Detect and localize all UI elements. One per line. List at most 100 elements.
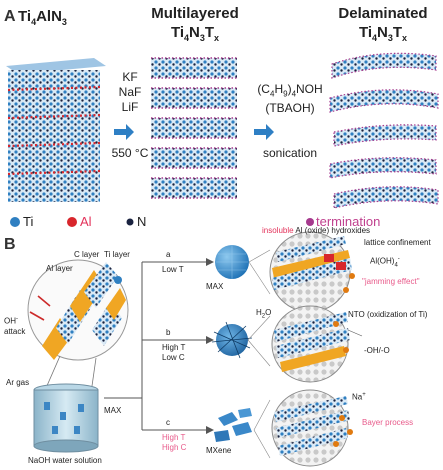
title-text: Ti	[358, 24, 372, 41]
attack-text: attack	[4, 326, 26, 336]
zoom-line	[91, 357, 97, 387]
branch-a-cond: Low T	[162, 265, 184, 274]
na-annotation: Na+	[352, 392, 366, 402]
mxene-flakes-icon	[214, 408, 252, 442]
insoluble-text: insoluble	[262, 226, 294, 235]
title-text: Ti	[18, 8, 32, 25]
jamming-annotation: "jamming effect"	[362, 277, 420, 286]
formula-part: H	[274, 82, 284, 96]
arrow-icon	[114, 124, 134, 140]
tbaoh-formula: (C4H9)4NOH	[244, 82, 336, 101]
delaminated-title: Delaminated Ti4N3Tx	[326, 4, 440, 48]
title-sub: 3	[61, 17, 67, 27]
formula-part: NOH	[296, 82, 323, 96]
o-text: O	[265, 308, 272, 317]
na-text: Na	[352, 392, 363, 402]
formula-sub: 4	[269, 89, 275, 99]
zoom-circle-a	[269, 231, 355, 313]
title-text: N	[189, 24, 200, 41]
branch-c-letter: c	[166, 418, 170, 427]
title-line: Delaminated	[338, 5, 428, 22]
title-sub: 4	[372, 33, 378, 43]
branch-b-letter: b	[166, 328, 171, 337]
zoom-circle-b	[271, 305, 363, 383]
oh-o-annotation: -OH/-O	[364, 346, 390, 355]
formula-sub: 9	[283, 89, 288, 99]
arrow-icon	[206, 336, 214, 344]
title-formula: Ti4N3Tx	[140, 23, 250, 48]
beaker-icon	[33, 383, 99, 453]
title-text: T	[204, 24, 215, 41]
al-legend-dot	[67, 217, 77, 227]
oh-sup: -	[16, 316, 18, 322]
naoh-label: NaOH water solution	[28, 456, 102, 465]
oh-text: OH	[4, 316, 16, 326]
title-line: Multilayered	[151, 5, 239, 22]
hydroxides-text: Al (oxide) hydroxides	[295, 226, 371, 235]
step2-process: sonication	[262, 146, 318, 160]
title-text: Ti	[170, 24, 184, 41]
mxene-product-label: MXene	[206, 446, 232, 455]
al-layer-label: Al layer	[46, 264, 73, 273]
branch-a-letter: a	[166, 250, 171, 259]
arrow-icon	[206, 426, 214, 434]
step1-reagents: KF NaF LiF	[110, 70, 150, 115]
delaminated-structure	[329, 52, 439, 209]
oh-attack-label: OH- attack	[4, 314, 25, 337]
nto-annotation: NTO (oxidization of Ti)	[348, 310, 428, 319]
panel-b-letter: B	[4, 236, 16, 253]
h2o-sub: 2	[261, 313, 266, 320]
title-text: T	[392, 24, 403, 41]
formula-sub: 4	[291, 89, 297, 99]
branch-c-cond2: High C	[162, 443, 187, 452]
na-sup: +	[362, 392, 366, 398]
ti4aln3-title: Ti4AlN3	[18, 8, 67, 27]
branch-b-cond1: High T	[162, 343, 186, 352]
ti-legend-dot	[10, 217, 20, 227]
aloh-text: Al(OH)	[370, 256, 395, 266]
formula-part: (C	[257, 82, 270, 96]
legend-n: N	[137, 214, 147, 229]
title-sub: 4	[184, 33, 190, 43]
step1-temperature: 550 °C	[111, 146, 149, 160]
arrow-icon	[254, 124, 274, 140]
title-sub: x	[214, 33, 220, 43]
formula-part: )	[287, 82, 292, 96]
title-formula: Ti4N3Tx	[326, 23, 440, 48]
aloh-annotation: Al(OH)4-	[370, 256, 400, 268]
title-sub: 3	[387, 33, 393, 43]
max-zoom-circle	[27, 259, 129, 361]
reagent-naf: NaF	[118, 85, 142, 99]
title-sub: x	[402, 33, 408, 43]
multilayered-title: Multilayered Ti4N3Tx	[140, 4, 250, 48]
reagent-kf: KF	[122, 70, 138, 84]
title-sub: 3	[199, 33, 205, 43]
zoom-line	[45, 355, 61, 389]
arrow-icon	[206, 258, 214, 266]
bayer-annotation: Bayer process	[362, 418, 414, 427]
tbaoh-abbr: (TBAOH)	[265, 101, 315, 116]
aloh-sup: -	[397, 256, 400, 262]
h2o-annotation: H2O	[256, 308, 271, 320]
c-layer-label: C layer	[74, 250, 100, 259]
ti4aln3-structure	[6, 58, 106, 202]
termination-legend-dot	[306, 218, 314, 226]
reagent-lif: LiF	[121, 100, 139, 114]
aloh-sub: 4	[394, 262, 398, 269]
panel-a-letter: A	[4, 8, 16, 25]
legend-al: Al	[80, 214, 92, 229]
title-text: N	[377, 24, 388, 41]
branch-lines	[104, 261, 206, 431]
legend-termination: termination	[316, 214, 381, 229]
max-label: MAX	[104, 406, 122, 415]
branch-b-cond2: Low C	[162, 353, 185, 362]
max-product-label: MAX	[206, 282, 224, 291]
zoom-circle-c	[271, 389, 353, 467]
multilayered-structure	[151, 57, 237, 199]
n-legend-dot	[126, 218, 134, 226]
legend-ti: Ti	[23, 214, 34, 229]
ti-layer-label: Ti layer	[104, 250, 130, 259]
lattice-annotation: lattice confinement	[364, 238, 431, 247]
title-text: AlN	[36, 8, 62, 25]
